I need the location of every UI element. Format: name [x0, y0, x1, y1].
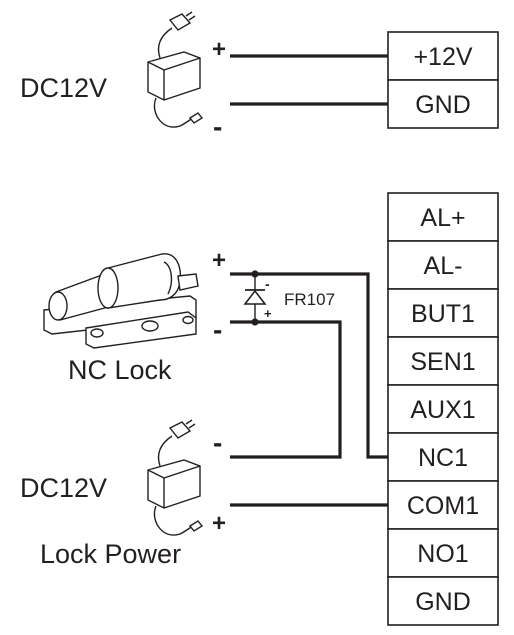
power-supply-lock-sublabel: Lock Power: [40, 539, 181, 569]
power-adapter-icon: [147, 11, 204, 128]
terminal-cell: [387, 384, 499, 434]
wire-lock-negative: [230, 320, 342, 459]
terminal-cell: [387, 480, 499, 530]
power-supply-lock-label: DC12V: [20, 473, 107, 503]
terminal-cell: [387, 576, 499, 626]
power-supply-top: DC12V + -: [20, 11, 226, 142]
power-supply-top-minus-sign: -: [213, 111, 222, 142]
terminal-cell: [387, 528, 499, 578]
diode-symbol-icon: [243, 289, 267, 305]
power-supply-lock-plus-sign: +: [212, 510, 226, 537]
terminal-cell: [387, 192, 499, 242]
power-supply-top-label: DC12V: [20, 73, 107, 103]
diode-label: FR107: [284, 290, 335, 309]
wire-lock-positive: [230, 272, 388, 459]
terminal-label-but1: BUT1: [411, 300, 475, 328]
terminal-cell: [387, 336, 499, 386]
terminal-cell: [387, 240, 499, 290]
terminal-label-no1: NO1: [417, 540, 468, 568]
terminal-label-al-minus: AL-: [424, 252, 463, 280]
terminal-cell: [387, 288, 499, 338]
power-adapter-icon: [147, 419, 204, 536]
terminal-label-al-plus: AL+: [420, 204, 465, 232]
diode: - + FR107: [243, 270, 335, 326]
terminal-label-sen1: SEN1: [410, 348, 475, 376]
lock-minus-sign: -: [213, 314, 222, 345]
lock: NC Lock + -: [43, 247, 226, 385]
diode-plus-sign: +: [264, 306, 272, 321]
terminal-cell: [387, 31, 499, 81]
terminal-label-aux1: AUX1: [410, 396, 475, 424]
terminal-label-gnd-top: GND: [415, 91, 471, 119]
terminal-label-12v: +12V: [413, 43, 472, 71]
power-supply-lock: DC12V Lock Power - +: [20, 419, 226, 569]
power-supply-lock-minus-sign: -: [213, 427, 222, 458]
terminal-cell: [387, 79, 499, 129]
terminal-label-nc1: NC1: [418, 444, 468, 472]
terminal-block-main: AL+ AL- BUT1 SEN1 AUX1 NC1 COM1 NO1 GND: [387, 192, 499, 626]
terminal-label-com1: COM1: [407, 492, 479, 520]
electric-lock-icon: [43, 253, 199, 349]
power-supply-top-plus-sign: +: [212, 36, 226, 63]
terminal-block-top: +12V GND: [387, 31, 499, 129]
terminal-label-gnd-main: GND: [415, 588, 471, 616]
lock-plus-sign: +: [212, 247, 226, 274]
lock-label: NC Lock: [68, 355, 172, 385]
diode-minus-sign: -: [265, 276, 270, 292]
